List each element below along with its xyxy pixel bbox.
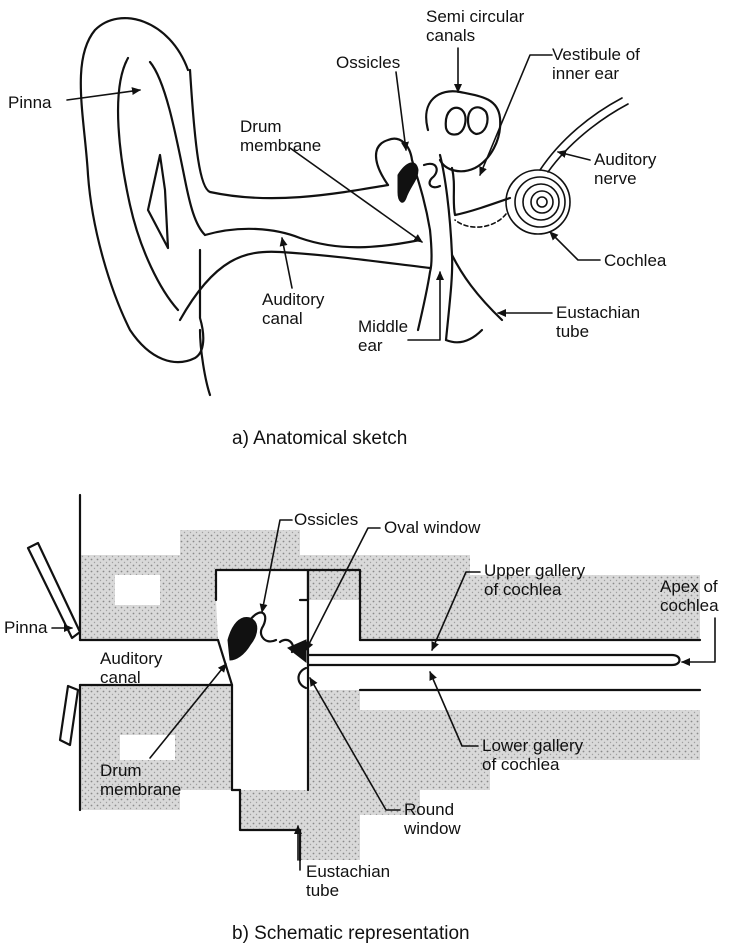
label-drum-1: Drum [240, 117, 282, 136]
canal-loop-1 [446, 108, 466, 135]
label-drum-2: membrane [240, 136, 321, 155]
label-eustachian-2: tube [556, 322, 589, 341]
ossicle-hammer [228, 617, 257, 660]
label-round-window-2: window [403, 819, 461, 838]
stipple-lower [80, 685, 700, 860]
auditory-canal-upper [205, 229, 420, 247]
label-auditory-nerve-2: nerve [594, 169, 637, 188]
label-drum-b-1: Drum [100, 761, 142, 780]
lower-notch [120, 735, 175, 760]
label-round-window-1: Round [404, 800, 454, 819]
label-ossicles: Ossicles [336, 53, 400, 72]
neck-outline [200, 330, 210, 395]
cochlea-spiral [455, 170, 570, 234]
caption-a: a) Anatomical sketch [232, 428, 407, 449]
eustachian-tube-upper [452, 255, 502, 320]
label-semicircular-2: canals [426, 26, 475, 45]
ossicle-incus [424, 164, 440, 187]
label-vestibule-1: Vestibule of [552, 45, 640, 64]
pinna-flap-lower [60, 686, 78, 745]
label-lower-gallery-1: Lower gallery [482, 736, 584, 755]
label-middle-ear-1: Middle [358, 317, 408, 336]
label-oval-window: Oval window [384, 518, 481, 537]
label-upper-gallery-1: Upper gallery [484, 561, 586, 580]
label-auditory-nerve-1: Auditory [594, 150, 657, 169]
label-apex-2: cochlea [660, 596, 719, 615]
ossicle-malleus [398, 163, 418, 202]
label-auditory-canal-2: canal [262, 309, 303, 328]
round-window [299, 668, 307, 688]
pinna-inner-fold [118, 58, 178, 310]
label-auditory-canal-b-2: canal [100, 668, 141, 687]
label-eustachian-b-1: Eustachian [306, 862, 390, 881]
auditory-canal-lower [180, 252, 430, 320]
stipple-upper [80, 530, 700, 640]
label-auditory-canal-1: Auditory [262, 290, 325, 309]
vestibule-body [452, 168, 510, 215]
label-middle-ear-2: ear [358, 336, 383, 355]
head-outline [190, 70, 388, 198]
middle-ear-inner [440, 155, 452, 340]
leader-auditory-canal [282, 238, 292, 288]
leader-auditory-nerve [558, 152, 590, 160]
label-vestibule-2: inner ear [552, 64, 619, 83]
label-upper-gallery-2: of cochlea [484, 580, 562, 599]
label-eustachian-1: Eustachian [556, 303, 640, 322]
schematic-representation: Ossicles Oval window Upper gallery of co… [4, 495, 719, 944]
label-ossicles-b: Ossicles [294, 510, 358, 529]
label-pinna: Pinna [8, 93, 52, 112]
basilar-partition [308, 655, 680, 665]
anatomical-sketch: Pinna Semi circular canals Ossicles Vest… [8, 7, 667, 449]
leader-vestibule [480, 55, 552, 175]
canal-loop-2 [468, 107, 488, 134]
eustachian-tube-lower [446, 330, 482, 342]
leader-pinna [67, 90, 140, 100]
semicircular-canals [426, 91, 500, 171]
label-eustachian-b-2: tube [306, 881, 339, 900]
label-lower-gallery-2: of cochlea [482, 755, 560, 774]
pinna-concha [148, 155, 168, 248]
label-cochlea: Cochlea [604, 251, 667, 270]
label-semicircular-1: Semi circular [426, 7, 525, 26]
label-auditory-canal-b-1: Auditory [100, 649, 163, 668]
leader-cochlea [550, 232, 600, 260]
upper-notch [115, 575, 160, 605]
label-drum-b-2: membrane [100, 780, 181, 799]
label-apex-1: Apex of [660, 577, 718, 596]
label-pinna-b: Pinna [4, 618, 48, 637]
caption-b: b) Schematic representation [232, 923, 470, 944]
